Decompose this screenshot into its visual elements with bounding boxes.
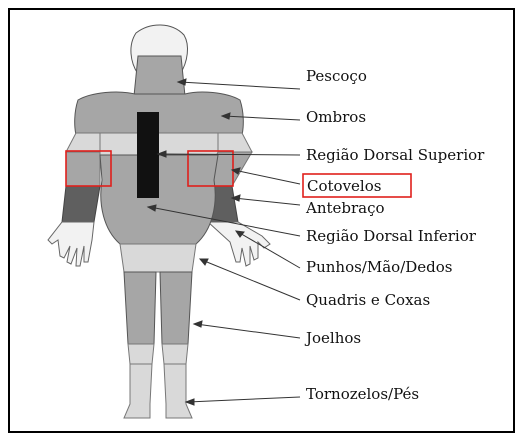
upper-back-spine bbox=[137, 112, 159, 198]
left-thigh bbox=[124, 272, 156, 344]
arrow-quadris bbox=[202, 260, 300, 300]
label-pescoco: Pescoço bbox=[306, 67, 367, 85]
right-lower-leg bbox=[164, 364, 192, 418]
left-elbow bbox=[66, 152, 100, 186]
label-ombros: Ombros bbox=[306, 108, 366, 126]
pelvis-band bbox=[120, 244, 196, 272]
label-regiao-dorsal-superior: Região Dorsal Superior bbox=[306, 146, 485, 164]
arrowhead-joelhos bbox=[194, 321, 202, 327]
label-tornozelos-pes: Tornozelos/Pés bbox=[306, 385, 419, 403]
arrow-joelhos bbox=[196, 324, 300, 338]
arrow-cotovelos bbox=[234, 170, 300, 184]
left-upper-arm bbox=[66, 133, 100, 152]
arrowhead-quadris bbox=[200, 259, 208, 265]
right-thigh bbox=[160, 272, 192, 344]
left-hand bbox=[48, 222, 94, 266]
left-forearm bbox=[62, 186, 100, 222]
right-upper-arm bbox=[218, 133, 252, 152]
left-knee bbox=[128, 344, 154, 364]
left-lower-leg bbox=[124, 364, 152, 418]
arrowhead-tornozelos bbox=[186, 399, 194, 405]
label-antebraco: Antebraço bbox=[305, 199, 385, 217]
arrow-antebraco bbox=[234, 198, 300, 205]
right-knee bbox=[162, 344, 188, 364]
neck bbox=[134, 56, 185, 96]
arrow-pescoco bbox=[180, 82, 300, 89]
label-regiao-dorsal-inferior: Região Dorsal Inferior bbox=[306, 227, 477, 245]
label-punhos-mao-dedos: Punhos/Mão/Dedos bbox=[306, 258, 452, 276]
label-joelhos: Joelhos bbox=[304, 329, 361, 347]
label-cotovelos: Cotovelos bbox=[307, 177, 381, 195]
label-quadris-coxas: Quadris e Coxas bbox=[306, 291, 430, 309]
arrow-tornozelos bbox=[188, 397, 300, 402]
